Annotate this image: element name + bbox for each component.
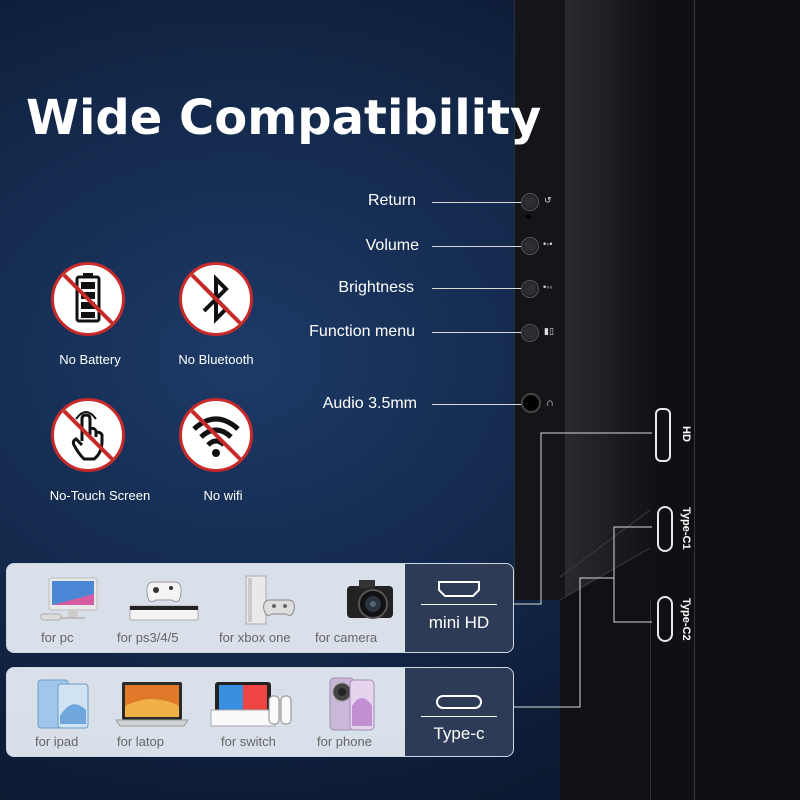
game-console-icon: [119, 572, 209, 633]
tablet-icon: [19, 676, 109, 737]
touch-icon: [51, 398, 125, 472]
audio-jack-port[interactable]: [521, 393, 541, 413]
brightness-icon: •◦◦: [543, 282, 553, 292]
device-label: for xbox one: [219, 630, 291, 645]
button-return-label: Return: [367, 192, 416, 209]
feature-label: No Battery: [59, 352, 121, 367]
device-label: for camera: [315, 630, 378, 645]
typec-port-box: Type-c: [405, 668, 513, 756]
pc-icon: [27, 572, 117, 633]
menu-icon: ▮▯: [544, 326, 554, 336]
pointer-line: [432, 246, 522, 247]
feature-label: No-Touch Screen: [49, 488, 151, 503]
playstation-icon: [217, 572, 307, 633]
button-brightness-label: Brightness: [338, 279, 414, 296]
button-function-label: Function menu: [309, 323, 415, 340]
port-name: mini HD: [428, 613, 490, 632]
indicator-light: [526, 214, 531, 219]
typec1-port[interactable]: [657, 506, 673, 552]
wifi-icon: [179, 398, 253, 472]
camera-icon: [325, 572, 415, 633]
monitor-bezel: [514, 0, 565, 600]
function-menu-button[interactable]: [521, 324, 539, 342]
brightness-button[interactable]: [521, 280, 539, 298]
port-name: Type-c: [433, 724, 485, 743]
hd-port[interactable]: [655, 408, 671, 462]
divider: [421, 716, 497, 717]
device-label: for switch: [221, 734, 276, 749]
pointer-line: [432, 404, 522, 405]
laptop-icon: [107, 676, 197, 737]
hd-port-box: mini HD: [405, 564, 513, 652]
feature-label: No Bluetooth: [178, 352, 254, 367]
divider: [421, 604, 497, 605]
hd-devices-panel: for pc for ps3/4/5 for xbox one for ca: [6, 563, 514, 653]
monitor-back: [650, 0, 800, 800]
typec-connector-icon: [436, 695, 482, 709]
volume-icon: •◦•: [543, 239, 553, 249]
monitor-edge: [694, 0, 695, 800]
monitor-screen-edge: [562, 0, 658, 600]
switch-icon: [205, 676, 295, 737]
device-label: for phone: [317, 734, 372, 749]
device-label: for pc: [41, 630, 74, 645]
pointer-line: [432, 288, 522, 289]
typec2-port[interactable]: [657, 596, 673, 642]
volume-button[interactable]: [521, 237, 539, 255]
device-label: for latop: [117, 734, 164, 749]
device-label: for ipad: [35, 734, 79, 749]
battery-icon: [51, 262, 125, 336]
typec-devices-panel: for ipad for latop for switch for phon: [6, 667, 514, 757]
feature-label: No wifi: [203, 488, 243, 503]
hdmi-connector-icon: [438, 581, 480, 597]
page-title: Wide Compatibility: [26, 90, 542, 146]
button-volume-label: Volume: [365, 237, 419, 254]
pointer-line: [432, 202, 522, 203]
return-button[interactable]: [521, 193, 539, 211]
return-icon: ↺: [544, 195, 552, 205]
bluetooth-icon: [179, 262, 253, 336]
phone-icon: [307, 676, 397, 737]
headphone-icon: ∩: [546, 397, 554, 409]
audio-jack-label: Audio 3.5mm: [322, 395, 417, 412]
pointer-line: [432, 332, 522, 333]
device-label: for ps3/4/5: [117, 630, 179, 645]
